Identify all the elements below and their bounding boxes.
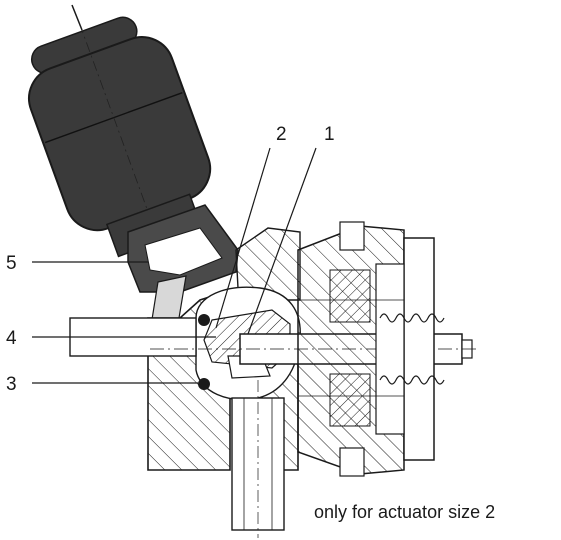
outlet-pipe (231, 380, 285, 538)
callout-3: 3 (6, 374, 17, 395)
callout-5: 5 (6, 253, 17, 274)
leader-2 (215, 147, 271, 329)
caption-actuator-size: only for actuator size 2 (314, 502, 495, 522)
callout-4: 4 (6, 328, 17, 349)
leader-1 (247, 147, 317, 335)
callout-leaders (32, 147, 317, 384)
callout-1: 1 (324, 124, 335, 145)
callout-2: 2 (276, 124, 287, 145)
spring-actuator (297, 221, 445, 477)
